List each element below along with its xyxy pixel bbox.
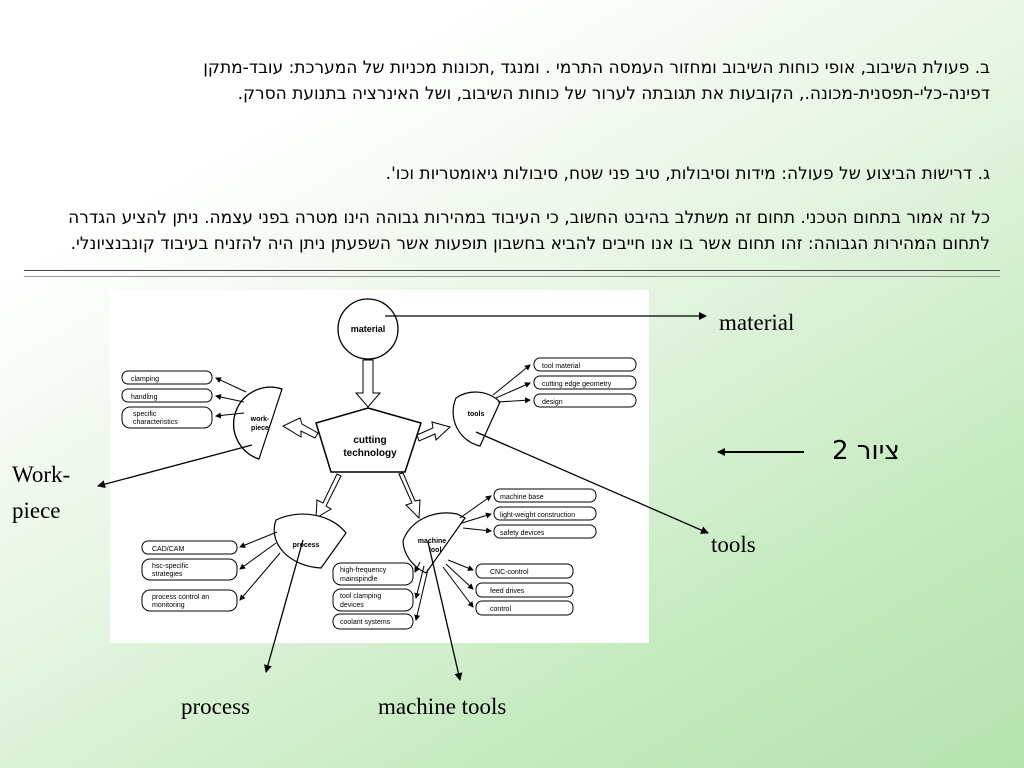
machine-top-items: machine base light-weight construction s… — [459, 488, 597, 539]
workpiece-label-line1: Work- — [12, 462, 71, 487]
paragraph-c: ג. דרישות הביצוע של פעולה: מידות וסיבולו… — [385, 164, 990, 184]
machine-item: light-weight construction — [500, 512, 575, 519]
machine-item: coolant systems — [340, 619, 391, 626]
tools-item: tool material — [542, 363, 581, 370]
cutting-technology-node: cutting technology — [315, 407, 422, 473]
workpiece-items: clamping handling specific characteristi… — [121, 370, 247, 429]
workpiece-label-line2: piece — [12, 498, 61, 523]
center-label-line2: technology — [343, 448, 397, 459]
material-node: material — [337, 298, 399, 360]
center-to-process-arrow — [315, 473, 342, 519]
machine-item: high-frequency — [340, 567, 387, 574]
tools-node-label: tools — [468, 411, 485, 418]
material-node-label: material — [351, 324, 386, 334]
workpiece-node-line2: piece — [251, 425, 269, 432]
process-item: hsc-specific — [152, 563, 189, 570]
machine-item: control — [490, 606, 511, 613]
process-node-label: process — [293, 542, 320, 549]
machine-item: safety devices — [500, 530, 545, 537]
center-to-workpiece-arrow — [281, 417, 319, 439]
tools-label: tools — [711, 532, 756, 557]
machine-node-line2: tool — [429, 547, 442, 554]
machine-item: devices — [340, 602, 364, 609]
figure-label: ציור 2 — [832, 436, 900, 466]
material-flow-arrow — [354, 359, 382, 408]
process-item: monitoring — [152, 602, 185, 609]
workpiece-node-line1: work- — [250, 416, 270, 423]
machine-node-line1: machine — [418, 538, 447, 545]
tools-item: cutting edge geometry — [542, 381, 612, 388]
process-item: CAD/CAM — [152, 546, 184, 553]
workpiece-node: work- piece — [233, 386, 283, 460]
machine-tool-node: machine tool — [402, 512, 466, 574]
divider-line-secondary — [24, 276, 1000, 277]
center-label-line1: cutting — [353, 435, 386, 446]
process-item: strategies — [152, 571, 183, 578]
machine-item: CNC-control — [490, 569, 529, 576]
machine-tools-label: machine tools — [378, 694, 507, 719]
paragraph-summary: כל זה אמור בתחום הטכני. תחום זה משתלב בה… — [68, 208, 990, 254]
workpiece-item: clamping — [131, 376, 159, 383]
tools-node: tools — [452, 391, 501, 447]
workpiece-item: characteristics — [133, 419, 178, 426]
machine-item: machine base — [500, 494, 544, 501]
center-to-tools-arrow — [416, 421, 451, 442]
tools-item: design — [542, 399, 563, 406]
machine-item: tool clamping — [340, 593, 381, 600]
machine-left-items: high-frequency mainspindle tool clamping… — [332, 561, 429, 630]
workpiece-item: handling — [131, 394, 158, 401]
paragraph-b: ב. פעולת השיבוב, אופי כוחות השיבוב ומחזו… — [203, 58, 990, 104]
divider-line — [24, 270, 1000, 271]
machine-item: mainspindle — [340, 576, 377, 583]
machine-bottom-items: CNC-control feed drives control — [442, 559, 574, 616]
process-items: CAD/CAM hsc-specific strategies process … — [141, 531, 281, 612]
material-label: material — [719, 310, 795, 335]
process-item: process control an — [152, 594, 209, 601]
center-to-machine-arrow — [398, 472, 421, 520]
process-node: process — [273, 513, 347, 569]
machine-item: feed drives — [490, 588, 525, 595]
process-label: process — [181, 694, 250, 719]
tools-items: tool material cutting edge geometry desi… — [492, 357, 637, 408]
pointer-lines — [97, 312, 804, 681]
workpiece-item: specific — [133, 411, 157, 418]
